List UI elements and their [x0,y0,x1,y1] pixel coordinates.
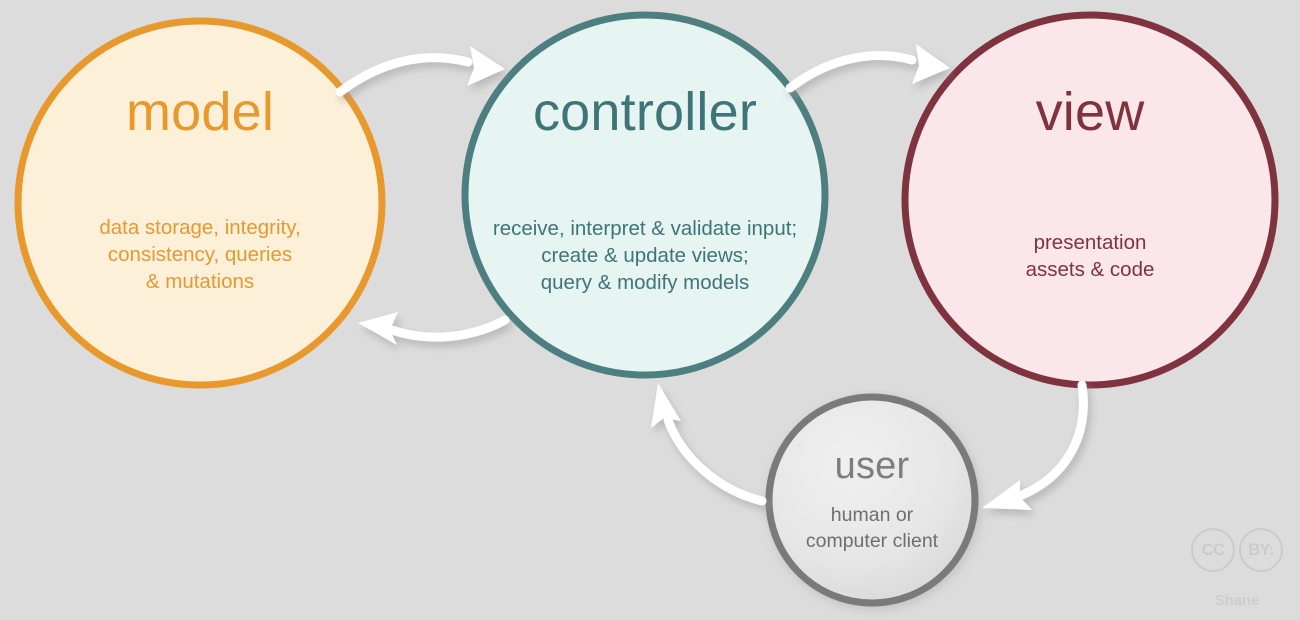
attribution-block: CC BY: Shane Brinkman-Davis [1178,528,1296,620]
arrow-model-to-controller [335,46,505,97]
user-circle[interactable] [765,393,979,607]
cc-by-icon[interactable]: BY: [1239,528,1283,572]
arrow-user-to-controller [651,383,767,506]
creative-commons-badges[interactable]: CC BY: [1178,528,1296,572]
arrow-controller-to-view [785,44,950,93]
arrow-view-to-user [982,380,1088,510]
author-name: Shane Brinkman-Davis [1178,575,1296,620]
controller-circle[interactable] [461,11,829,379]
model-circle[interactable] [14,17,386,389]
view-circle[interactable] [901,11,1279,389]
author-first-name: Shane [1214,591,1260,609]
cc-icon[interactable]: CC [1191,528,1235,572]
arrow-controller-to-model [358,312,510,345]
